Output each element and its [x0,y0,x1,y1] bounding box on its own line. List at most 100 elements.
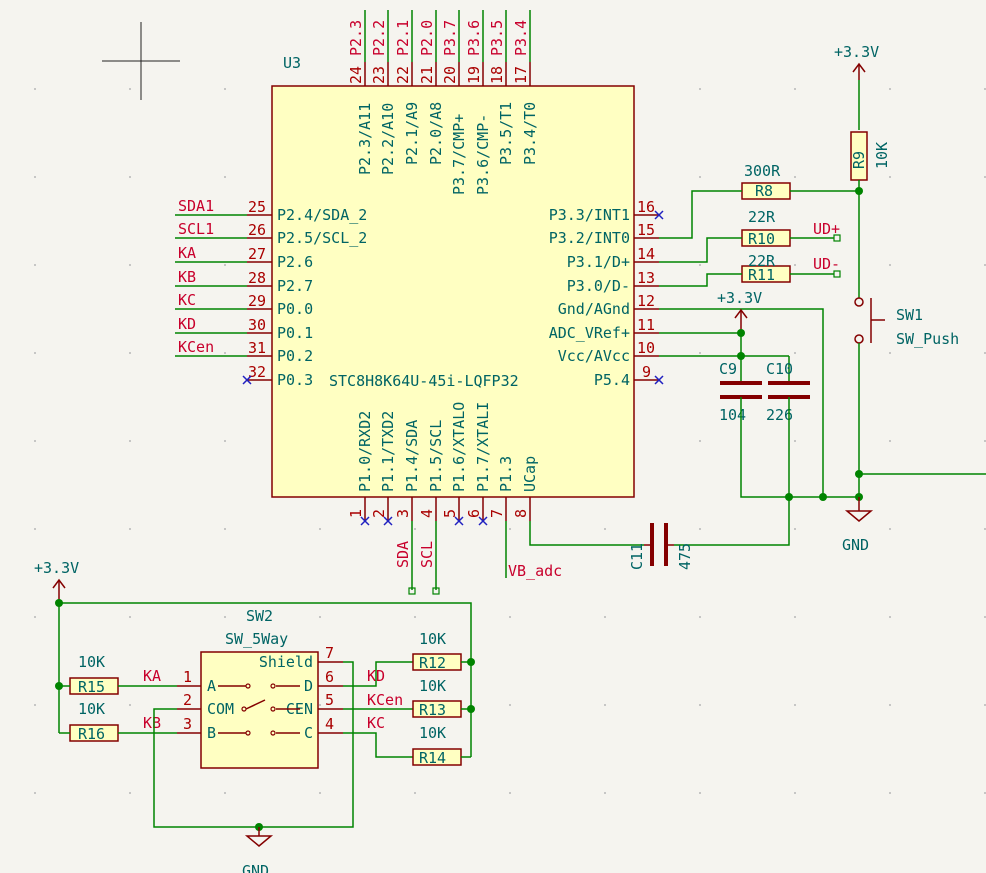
u3-pin-24-name: P2.3/A11 [356,103,374,175]
sw2-value: SW_5Way [225,630,288,648]
u3-left-nets: SDA1 SCL1 KA KB KC KD KCen [175,197,252,385]
u3-pin-25-num: 25 [248,198,266,216]
c11-capacitor[interactable]: C11 475 [628,497,790,570]
net-label-scl1: SCL1 [178,220,214,238]
u3-body [271,85,635,498]
net-label-sda1: SDA1 [178,197,214,215]
r13-resistor[interactable]: R13 10K [412,677,462,719]
svg-text:Shield: Shield [259,653,313,671]
u3-pin-17-num: 17 [512,66,530,84]
u3-pin-28-num: 28 [248,269,266,287]
u3-left-pins: 25 26 27 28 29 30 31 32 P2.4/SDA_2 P2.5/… [247,198,367,389]
sw1-value: SW_Push [896,330,959,348]
net-label-kd-sw: KD [367,667,385,685]
r8-resistor[interactable]: R8 300R [741,162,791,200]
u3-pin-7-num: 7 [488,509,506,518]
u3-value: STC8H8K64U-45i-LQFP32 [329,372,519,390]
gnd-symbol-right: GND [842,497,874,554]
u3-pin-18-num: 18 [488,66,506,84]
c11-value: 475 [676,543,694,570]
r8-ref: R8 [755,182,773,200]
u3-right-pins: 16 15 14 13 12 11 10 9 P3.3/INT1 P3.2/IN… [549,198,664,389]
r10-resistor[interactable]: R10 22R [741,208,791,248]
u3-pin-29-name: P0.0 [277,300,313,318]
r9-value: 10K [873,142,891,169]
net-label-p3-5: P3.5 [488,20,506,56]
sw2-5way-switch[interactable]: SW2 SW_5Way 1 2 3 A COM B 7 6 5 4 Shield… [177,607,343,769]
sw1-push-button[interactable]: SW1 SW_Push [854,297,959,348]
svg-text:4: 4 [325,715,334,733]
r12-value: 10K [419,630,446,648]
svg-text:GND: GND [242,862,269,873]
net-label-p3-6: P3.6 [465,20,483,56]
sw2-ref: SW2 [246,607,273,625]
u3-pin-10-num: 10 [637,339,655,357]
net-label-p2-0: P2.0 [418,20,436,56]
u3-pin-4-num: 4 [418,509,436,518]
net-label-p3-7: P3.7 [441,20,459,56]
net-label-kcen: KCen [178,338,214,356]
u3-pin-24-num: 24 [347,66,365,84]
net-label-p2-3: P2.3 [347,20,365,56]
u3-pin-11-num: 11 [637,316,655,334]
net-label-p3-4: P3.4 [512,20,530,56]
u3-pin-11-name: ADC_VRef+ [549,324,630,342]
u3-pin-25-name: P2.4/SDA_2 [277,206,367,224]
u3-pin-12-name: Gnd/AGnd [558,300,630,318]
r9-resistor[interactable]: R9 10K [850,131,891,181]
gnd-symbol-left: GND [242,827,274,873]
r14-resistor[interactable]: R14 10K [412,724,462,767]
net-label-kb: KB [178,268,196,286]
u3-pin-17-name: P3.4/T0 [521,102,539,165]
r15-resistor[interactable]: R15 10K [69,653,119,696]
u3-pin-8-name: UCap [521,456,539,492]
u3-pin-2-name: P1.1/TXD2 [379,411,397,492]
u3-pin-7-name: P1.3 [497,456,515,492]
u3-pin-18-name: P3.5/T1 [497,102,515,165]
svg-text:2: 2 [183,691,192,709]
u3-pin-32-num: 32 [248,363,266,381]
power-3v3-mid: +3.3V [717,289,762,333]
net-label-kd: KD [178,315,196,333]
r12-resistor[interactable]: R12 10K [412,630,462,672]
power-3v3-left: +3.3V [34,559,79,603]
r10-value: 22R [748,208,776,226]
r16-resistor[interactable]: R16 10K [69,700,119,743]
u3-mcu[interactable]: U3 STC8H8K64U-45i-LQFP32 [271,54,635,498]
r11-value: 22R [748,252,776,270]
net-label-sda: SDA [394,541,412,568]
u3-pin-29-num: 29 [248,292,266,310]
no-connect-marker [242,375,252,385]
u3-pin-22-name: P2.1/A9 [403,102,421,165]
net-label-scl: SCL [418,541,436,568]
c10-capacitor[interactable]: C10 226 [766,356,810,424]
r15-ref: R15 [78,678,105,696]
u3-pin-30-num: 30 [248,316,266,334]
u3-pin-5-name: P1.6/XTALO [450,402,468,492]
u3-pin-10-name: Vcc/AVcc [558,347,630,365]
u3-pin-9-num: 9 [642,363,651,381]
u3-pin-9-name: P5.4 [594,371,630,389]
r12-ref: R12 [419,654,446,672]
u3-pin-23-name: P2.2/A10 [379,103,397,175]
net-label-p2-2: P2.2 [370,20,388,56]
r11-resistor[interactable]: 22R R11 [741,252,791,284]
u3-pin-6-num: 6 [465,509,483,518]
svg-text:B: B [207,724,216,742]
r11-ref: R11 [748,266,775,284]
u3-pin-14-name: P3.1/D+ [567,253,630,271]
u3-pin-19-name: P3.6/CMP- [474,114,492,195]
svg-text:3: 3 [183,715,192,733]
r9-ref: R9 [850,151,868,169]
u3-pin-20-name: P3.7/CMP+ [450,114,468,195]
svg-text:+3.3V: +3.3V [34,559,79,577]
u3-pin-14-num: 14 [637,245,655,263]
net-label-kb-sw: KB [143,714,161,732]
c9-capacitor[interactable]: C9 104 [719,356,762,424]
u3-pin-28-name: P2.7 [277,277,313,295]
u3-pin-3-name: P1.4/SDA [403,420,421,492]
u3-pin-2-num: 2 [370,509,388,518]
u3-pin-1-name: P1.0/RXD2 [356,411,374,492]
u3-ref: U3 [283,54,301,72]
u3-pin-13-num: 13 [637,269,655,287]
